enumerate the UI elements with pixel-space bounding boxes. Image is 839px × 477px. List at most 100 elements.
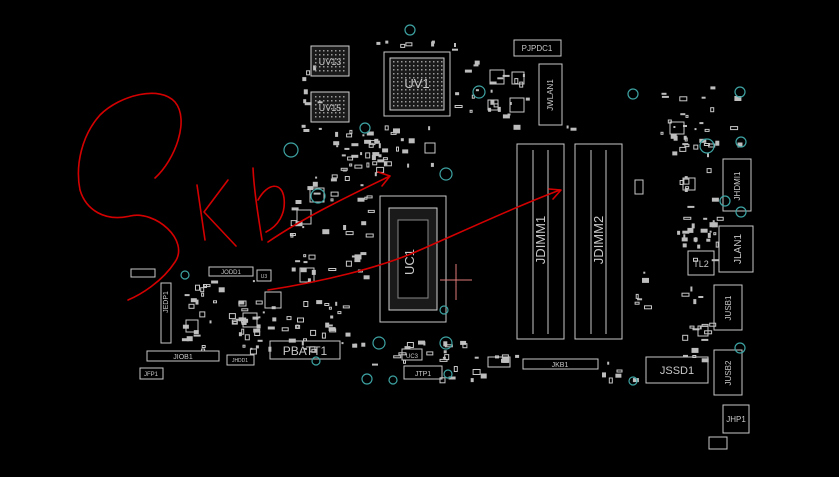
smd-part (213, 300, 217, 304)
bga-ball (441, 61, 443, 63)
small-left-connector (130, 268, 156, 278)
smd-part (497, 77, 504, 80)
bga-ball (393, 81, 395, 83)
smd-part (683, 234, 686, 240)
bga-ball (417, 101, 419, 103)
smd-part (709, 222, 716, 228)
bga-ball (409, 61, 411, 63)
bga-ball (327, 50, 329, 52)
smd-part (286, 316, 292, 321)
bga-ball (339, 112, 341, 114)
smd-part (515, 354, 520, 358)
smd-part (706, 168, 712, 174)
smd-part (344, 147, 350, 150)
bga-ball (417, 105, 419, 107)
smd-part (238, 317, 243, 322)
smd-part (501, 358, 508, 363)
bga-ball (397, 93, 399, 95)
bga-ball (437, 101, 439, 103)
smd-part (255, 345, 259, 349)
smd-part (244, 334, 250, 341)
smd-part (701, 96, 706, 99)
bga-ball (343, 116, 345, 118)
bga-ball (437, 77, 439, 79)
smd-part (303, 129, 310, 132)
smd-part (374, 172, 377, 177)
bga-ball (335, 54, 337, 56)
bga-ball (421, 89, 423, 91)
smd-part (693, 257, 698, 262)
bga-ball (319, 104, 321, 106)
bga-ball (397, 85, 399, 87)
pjpdc1-label: PJPDC1 (522, 44, 553, 53)
smd-part (452, 48, 458, 51)
bga-ball (315, 108, 317, 110)
bga-ball (319, 116, 321, 118)
tl2-label: TL2 (693, 259, 709, 269)
bga-ball (397, 69, 399, 71)
smd-part (195, 284, 200, 291)
bga-ball (421, 85, 423, 87)
bga-ball (323, 112, 325, 114)
via (734, 86, 746, 98)
smd-part (378, 154, 382, 158)
bga-ball (323, 54, 325, 56)
bga-ball (315, 62, 317, 64)
bga-ball (429, 101, 431, 103)
bga-ball (393, 69, 395, 71)
smd-part (509, 102, 512, 105)
smd-part (249, 348, 257, 355)
bga-ball (335, 66, 337, 68)
smd-part (181, 338, 189, 342)
bga-ball (401, 85, 403, 87)
bga-ball (405, 105, 407, 107)
smd-part (295, 260, 301, 263)
smd-part (344, 176, 350, 181)
smd-part (679, 146, 687, 152)
smd-part (690, 286, 693, 292)
bga-ball (335, 116, 337, 118)
smd-part (241, 308, 249, 312)
bga-ball (323, 108, 325, 110)
jhdd1-label: JHDD1 (232, 358, 248, 364)
via (388, 375, 398, 385)
smd-part (200, 287, 205, 293)
bga-ball (433, 77, 435, 79)
smd-part (507, 113, 511, 116)
bga-ball (401, 89, 403, 91)
bga-ball (441, 81, 443, 83)
smd-part (341, 342, 344, 345)
smd-part (325, 322, 330, 328)
bga-ball (405, 89, 407, 91)
bga-ball (323, 50, 325, 52)
bga-ball (315, 96, 317, 98)
chip-u3: U3 (256, 269, 272, 282)
bga-ball (429, 61, 431, 63)
smd-part (431, 41, 435, 47)
bga-ball (339, 62, 341, 64)
smd-part (378, 143, 381, 149)
bga-ball (429, 65, 431, 67)
small-ic (299, 267, 315, 283)
chip-uc1: UC1 (379, 195, 447, 323)
bga-ball (397, 97, 399, 99)
smd-part (363, 275, 370, 280)
bga-ball (335, 104, 337, 106)
bga-ball (397, 81, 399, 83)
smd-part (241, 328, 245, 335)
jhp1-label: JHP1 (726, 415, 746, 424)
bga-ball (433, 61, 435, 63)
bga-ball (425, 61, 427, 63)
bga-ball (323, 116, 325, 118)
smd-part (430, 162, 434, 167)
bga-ball (327, 108, 329, 110)
via (359, 122, 371, 134)
bga-ball (409, 77, 411, 79)
bga-ball (331, 50, 333, 52)
bga-ball (327, 70, 329, 72)
smd-part (330, 191, 339, 197)
smd-part (681, 237, 688, 242)
smd-part (321, 332, 326, 339)
smd-part (357, 197, 365, 202)
